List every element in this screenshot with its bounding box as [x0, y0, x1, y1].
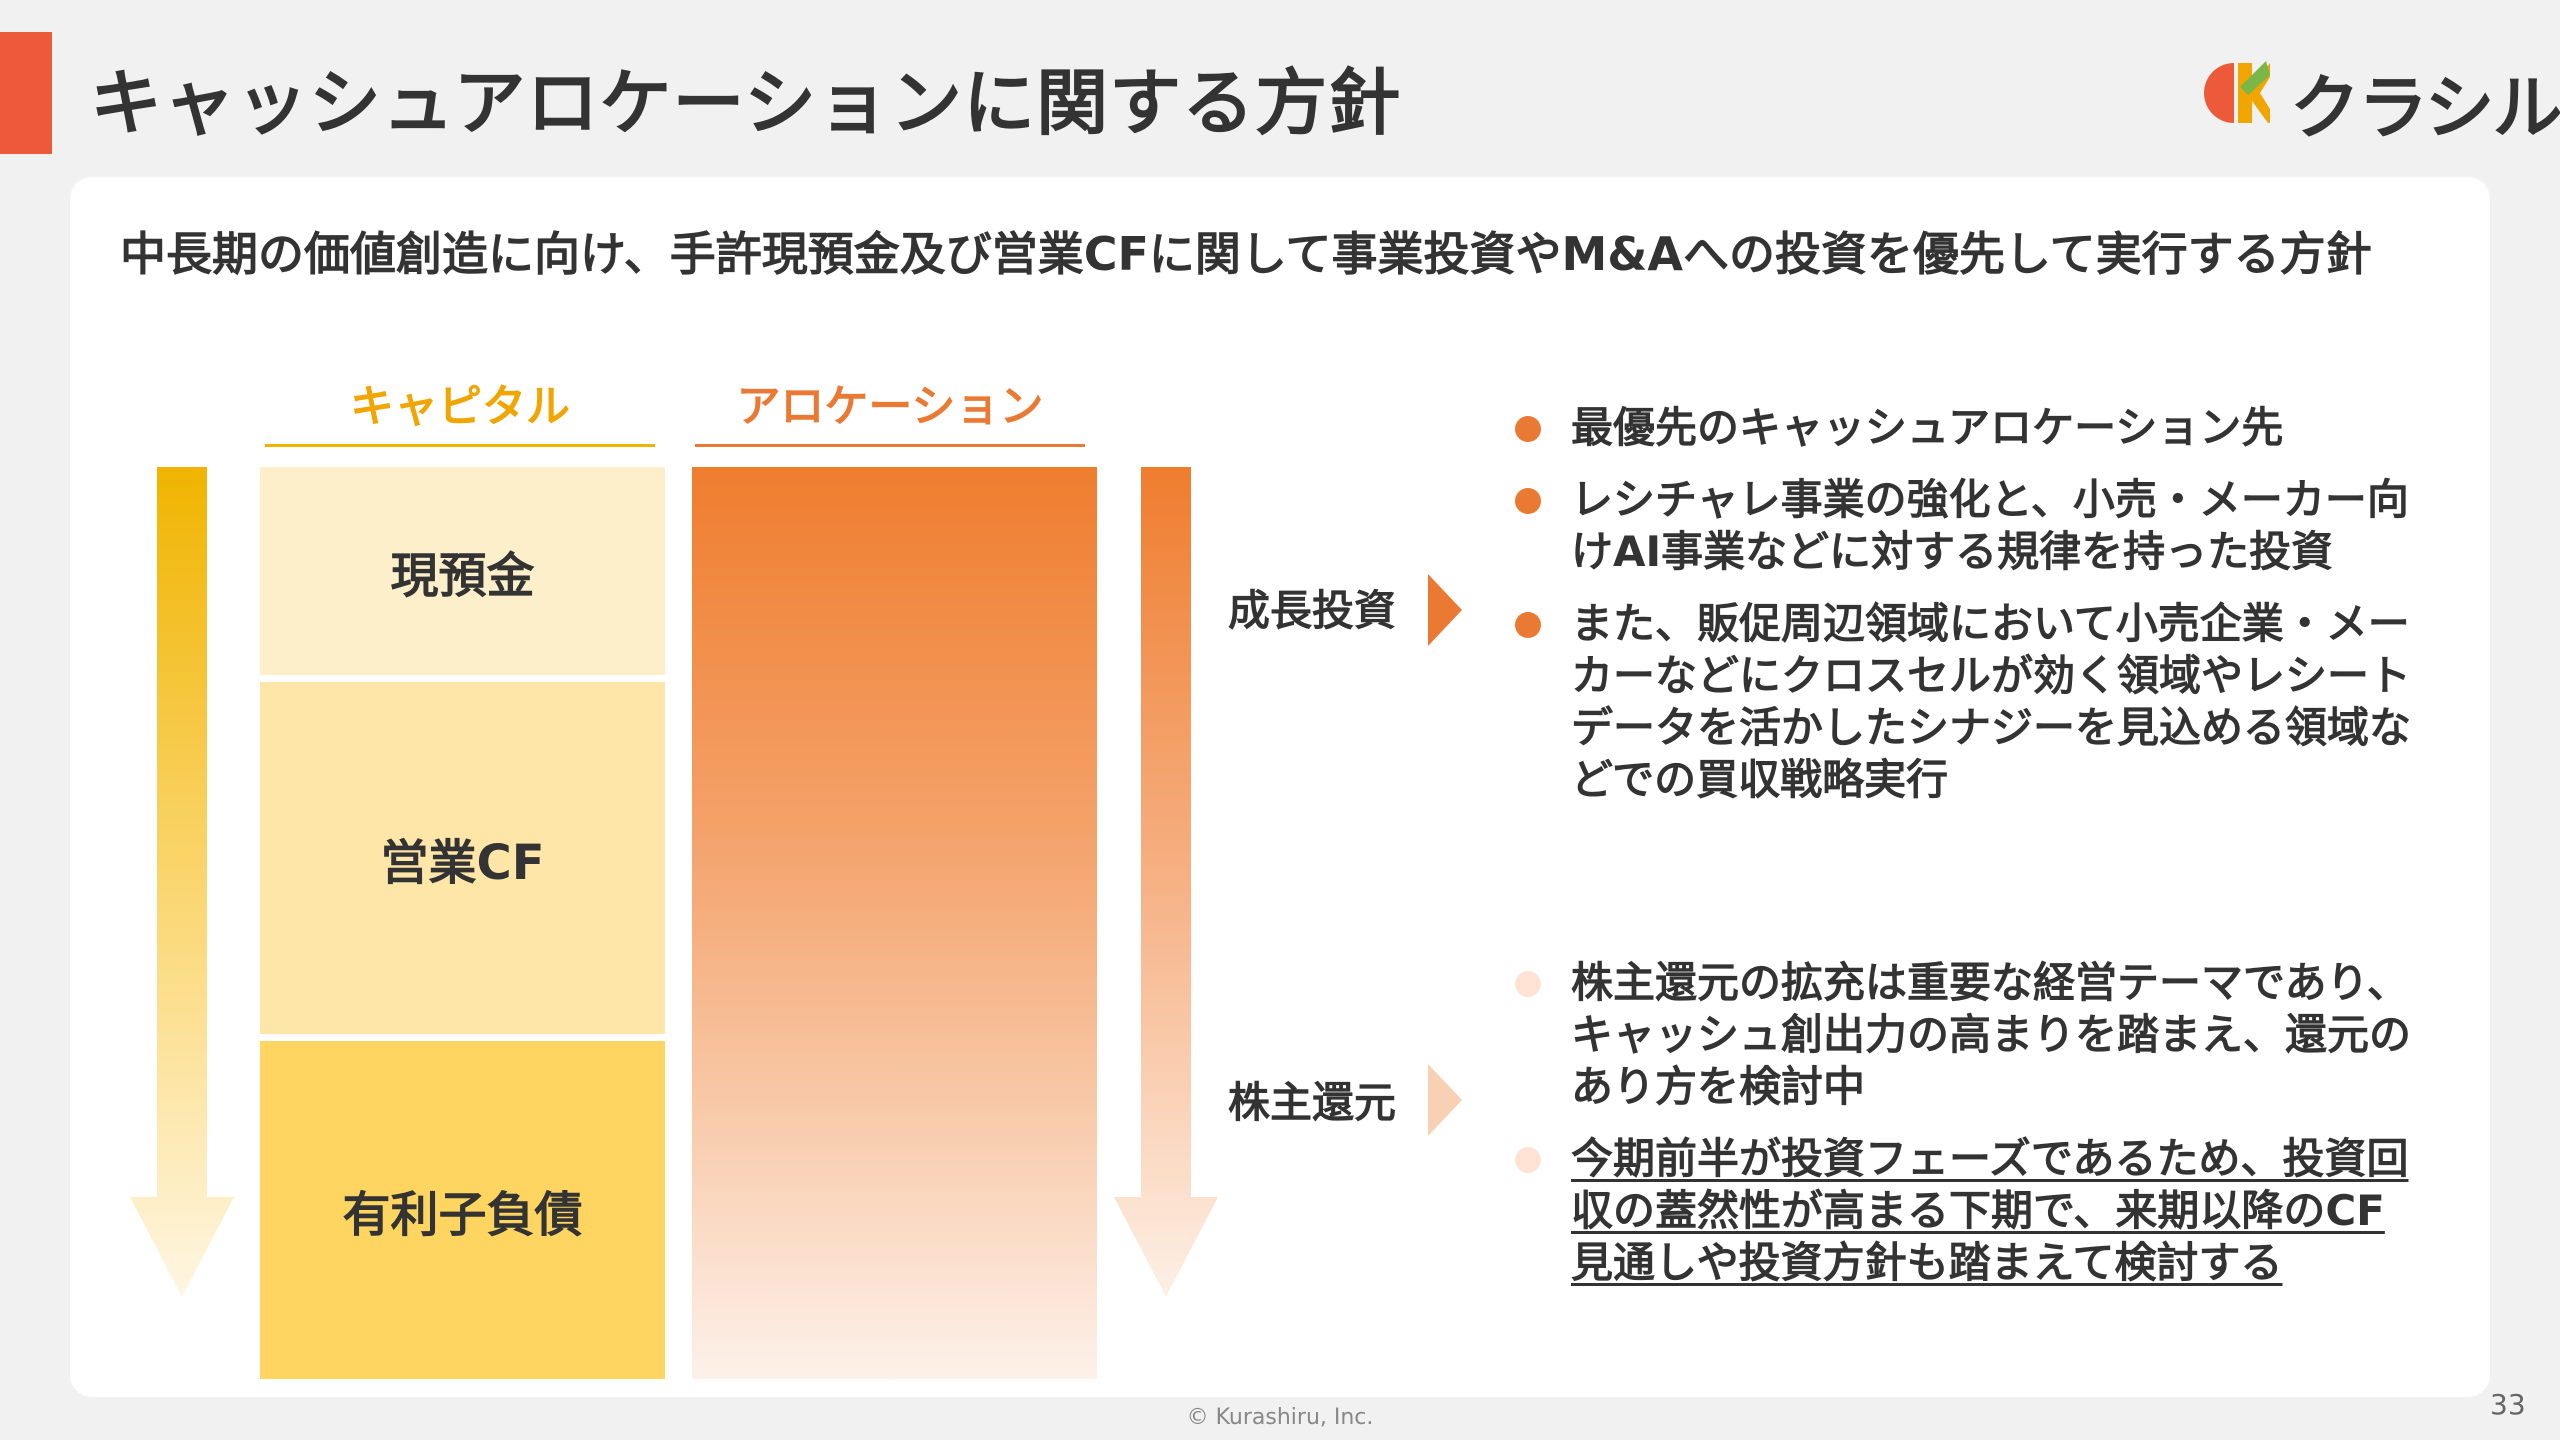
allocation-column-header: アロケーション	[695, 377, 1085, 447]
growth-bullets: 最優先のキャッシュアロケーション先 レシチャレ事業の強化と、小売・メーカー向けA…	[1515, 402, 2415, 826]
capital-column-header: キャピタル	[265, 377, 655, 447]
allocation-header-label: アロケーション	[736, 381, 1044, 432]
bullet-dot-icon	[1515, 612, 1541, 638]
growth-investment-label: 成長投資	[1228, 586, 1397, 635]
bullet-text: 今期前半が投資フェーズであるため、投資回収の蓋然性が高まる下期で、来期以降のCF…	[1571, 1134, 2409, 1287]
allocation-gradient-block	[692, 467, 1097, 1379]
growth-bullet: また、販促周辺領域において小売企業・メーカーなどにクロスセルが効く領域やレシート…	[1515, 598, 2415, 806]
logo-wordmark: クラシル	[2290, 67, 2560, 149]
bullet-text: レシチャレ事業の強化と、小売・メーカー向けAI事業などに対する規律を持った投資	[1571, 475, 2409, 576]
shareholder-return-label: 株主還元	[1228, 1078, 1397, 1127]
capital-interest-bearing-debt: 有利子負債	[260, 1041, 665, 1379]
shareholder-bullet: 今期前半が投資フェーズであるため、投資回収の蓋然性が高まる下期で、来期以降のCF…	[1515, 1133, 2415, 1289]
content-card: 中長期の価値創造に向け、手許現預金及び営業CFに関して事業投資やM&Aへの投資を…	[70, 177, 2490, 1397]
page-number: 33	[2490, 1388, 2526, 1421]
bullet-dot-icon	[1515, 971, 1541, 997]
copyright: © Kurashiru, Inc.	[1186, 1405, 1374, 1430]
growth-bullet: 最優先のキャッシュアロケーション先	[1515, 402, 2415, 454]
capital-header-label: キャピタル	[350, 381, 570, 432]
bullet-text: また、販促周辺領域において小売企業・メーカーなどにクロスセルが効く領域やレシート…	[1571, 599, 2412, 804]
allocation-down-arrow-icon	[1114, 467, 1218, 1297]
kurashiru-logo-icon	[2204, 61, 2270, 123]
growth-bullet: レシチャレ事業の強化と、小売・メーカー向けAI事業などに対する規律を持った投資	[1515, 474, 2415, 578]
growth-chevron-icon	[1428, 574, 1462, 646]
lead-statement: 中長期の価値創造に向け、手許現預金及び営業CFに関して事業投資やM&Aへの投資を…	[120, 227, 2372, 281]
bullet-dot-icon	[1515, 416, 1541, 442]
bullet-text: 最優先のキャッシュアロケーション先	[1571, 403, 2284, 452]
shareholder-chevron-icon	[1428, 1064, 1462, 1136]
bullet-text: 株主還元の拡充は重要な経営テーマであり、キャッシュ創出力の高まりを踏まえ、還元の…	[1571, 958, 2412, 1111]
capital-operating-cf: 営業CF	[260, 682, 665, 1034]
brand-logo: クラシル	[2200, 52, 2560, 149]
capital-header-underline	[265, 444, 655, 447]
capital-cash: 現預金	[260, 467, 665, 675]
bullet-dot-icon	[1515, 488, 1541, 514]
bullet-dot-icon	[1515, 1147, 1541, 1173]
page-title: キャッシュアロケーションに関する方針	[90, 61, 1402, 145]
capital-down-arrow-icon	[130, 467, 234, 1297]
shareholder-bullet: 株主還元の拡充は重要な経営テーマであり、キャッシュ創出力の高まりを踏まえ、還元の…	[1515, 957, 2415, 1113]
allocation-header-underline	[695, 444, 1085, 447]
title-accent-bar	[0, 32, 52, 154]
shareholder-bullets: 株主還元の拡充は重要な経営テーマであり、キャッシュ創出力の高まりを踏まえ、還元の…	[1515, 957, 2415, 1309]
